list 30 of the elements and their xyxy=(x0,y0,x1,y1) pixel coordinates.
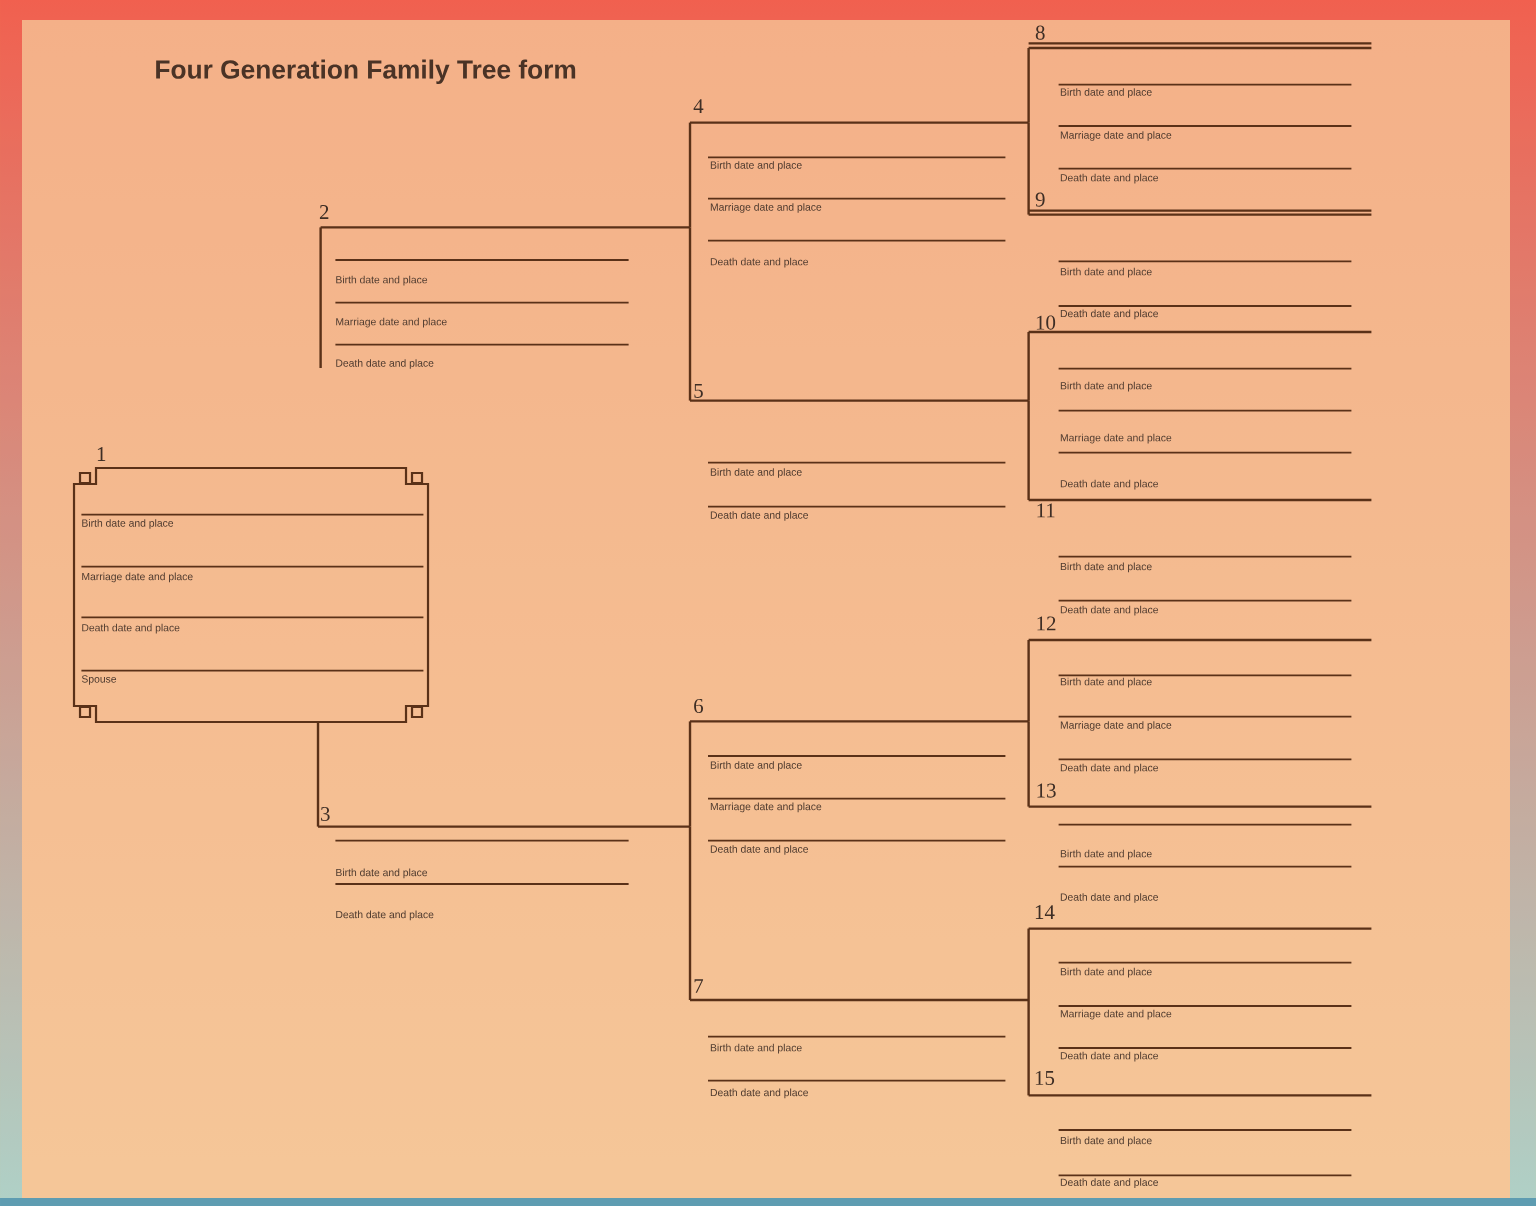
connector-line xyxy=(1027,721,1030,807)
connector-line xyxy=(1027,1000,1030,1096)
connector-line xyxy=(1027,48,1030,123)
entry-number: 6 xyxy=(694,698,704,714)
connector-line xyxy=(688,826,692,1000)
entry-number: 3 xyxy=(321,806,330,822)
connector-line xyxy=(1027,928,1030,1000)
connector-line xyxy=(688,721,692,827)
connector-line xyxy=(688,122,692,228)
connector-line xyxy=(319,227,322,368)
entry-number: 15 xyxy=(1035,1071,1055,1085)
entry-number: 11 xyxy=(1037,503,1055,518)
entry-number: 13 xyxy=(1037,783,1056,798)
connector-line xyxy=(1027,332,1030,401)
connector-line xyxy=(1027,122,1030,215)
connector-line xyxy=(316,722,320,827)
entry-number: 4 xyxy=(693,99,704,113)
connector-line xyxy=(1027,400,1030,500)
entry-number: 7 xyxy=(694,979,704,993)
entry-number: 9 xyxy=(1035,192,1045,207)
connector-line xyxy=(1027,640,1030,722)
entry-number: 2 xyxy=(319,205,329,219)
entry-number: 14 xyxy=(1035,905,1055,919)
entry-number: 12 xyxy=(1037,616,1056,631)
entry-number: 5 xyxy=(694,384,703,398)
entry-number: 1 xyxy=(97,447,106,461)
title: Four Generation Family Tree form xyxy=(156,59,576,85)
entry-number: 8 xyxy=(1035,25,1045,40)
connector-line xyxy=(688,227,692,401)
entry-number: 10 xyxy=(1036,315,1056,330)
